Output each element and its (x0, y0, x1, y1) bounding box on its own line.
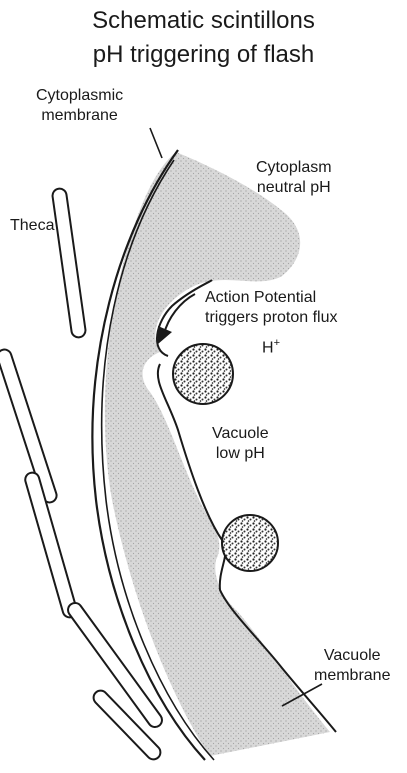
proton-label-base: H (262, 339, 274, 356)
vacuole-membrane-label-line1: Vacuole (314, 646, 390, 666)
cytoplasm-label-line1: Cytoplasm (256, 158, 332, 178)
action-potential-label-line1: Action Potential (205, 288, 338, 308)
diagram-title-line1: Schematic scintillons (0, 6, 407, 36)
theca-label: Theca (10, 216, 54, 236)
theca-plate (52, 188, 87, 338)
proton-label-sup: + (274, 337, 280, 349)
vacuole-label-line2: low pH (212, 444, 269, 464)
cytoplasm-label: Cytoplasm neutral pH (256, 158, 332, 198)
proton-label: H+ (262, 333, 280, 358)
diagram-title-line2: pH triggering of flash (0, 40, 407, 70)
scintillon-lower (222, 515, 278, 571)
cytoplasmic-membrane-label-line1: Cytoplasmic (36, 86, 123, 106)
scintillon-upper (173, 344, 233, 404)
cytoplasmic-membrane-label-line2: membrane (36, 106, 123, 126)
vacuole-label-line1: Vacuole (212, 424, 269, 444)
action-potential-label-line2: triggers proton flux (205, 308, 338, 328)
cytoplasm-label-line2: neutral pH (256, 178, 332, 198)
vacuole-membrane-label-line2: membrane (314, 666, 390, 686)
vacuole-membrane-label: Vacuole membrane (314, 646, 390, 686)
cytoplasmic-membrane-label: Cytoplasmic membrane (36, 86, 123, 126)
cytoplasmic-membrane-leader (150, 128, 162, 158)
vacuole-label: Vacuole low pH (212, 424, 269, 464)
action-potential-label: Action Potential triggers proton flux (205, 288, 338, 328)
